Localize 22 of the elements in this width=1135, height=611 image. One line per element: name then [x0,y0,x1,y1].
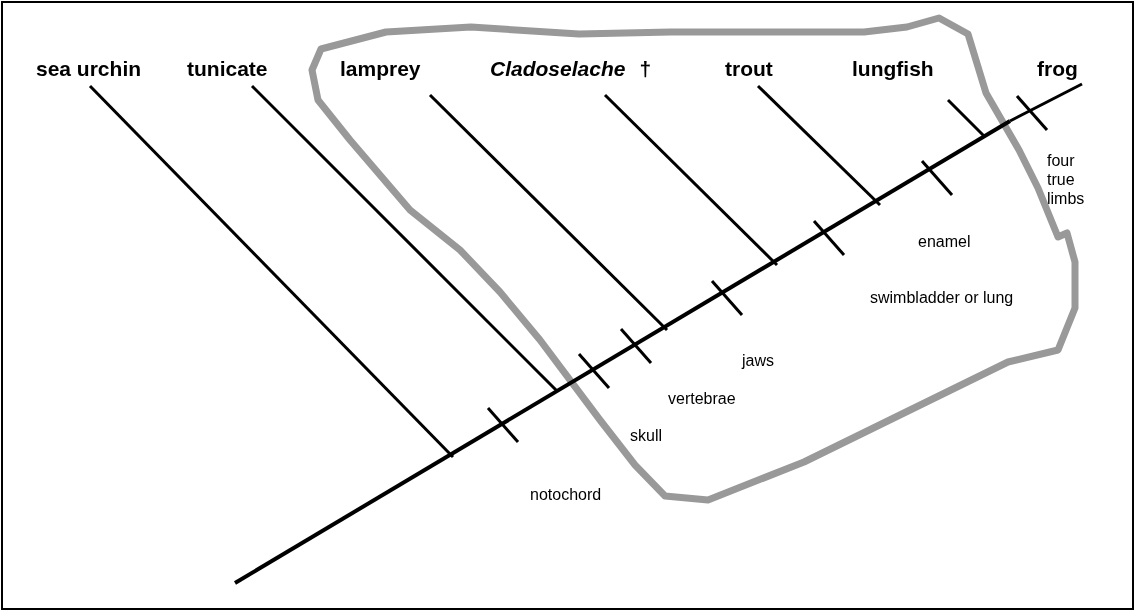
taxon-label: lamprey [340,57,421,80]
character-label: four true limbs [1047,151,1086,208]
character-label: vertebrae [668,389,736,408]
taxon-label: frog [1037,57,1078,80]
taxon-label: sea urchin [36,57,142,80]
branch-line [946,98,986,138]
branch-line [428,93,669,332]
extinct-mark: † [639,57,652,80]
branch-line [88,84,455,459]
taxon-label: Cladoselache [490,57,626,80]
character-label: enamel [918,232,971,251]
taxon-label: lungfish [852,57,934,80]
character-label: skull [630,426,662,445]
taxon-label: tunicate [187,57,268,80]
branch-line [603,93,779,267]
taxon-label: trout [725,57,773,80]
branch-line [250,84,559,393]
branch-line [1009,82,1083,123]
branch-line [756,84,882,207]
character-label: jaws [742,351,774,370]
character-label: notochord [530,485,602,504]
character-label: swimbladder or lung [870,288,1014,307]
